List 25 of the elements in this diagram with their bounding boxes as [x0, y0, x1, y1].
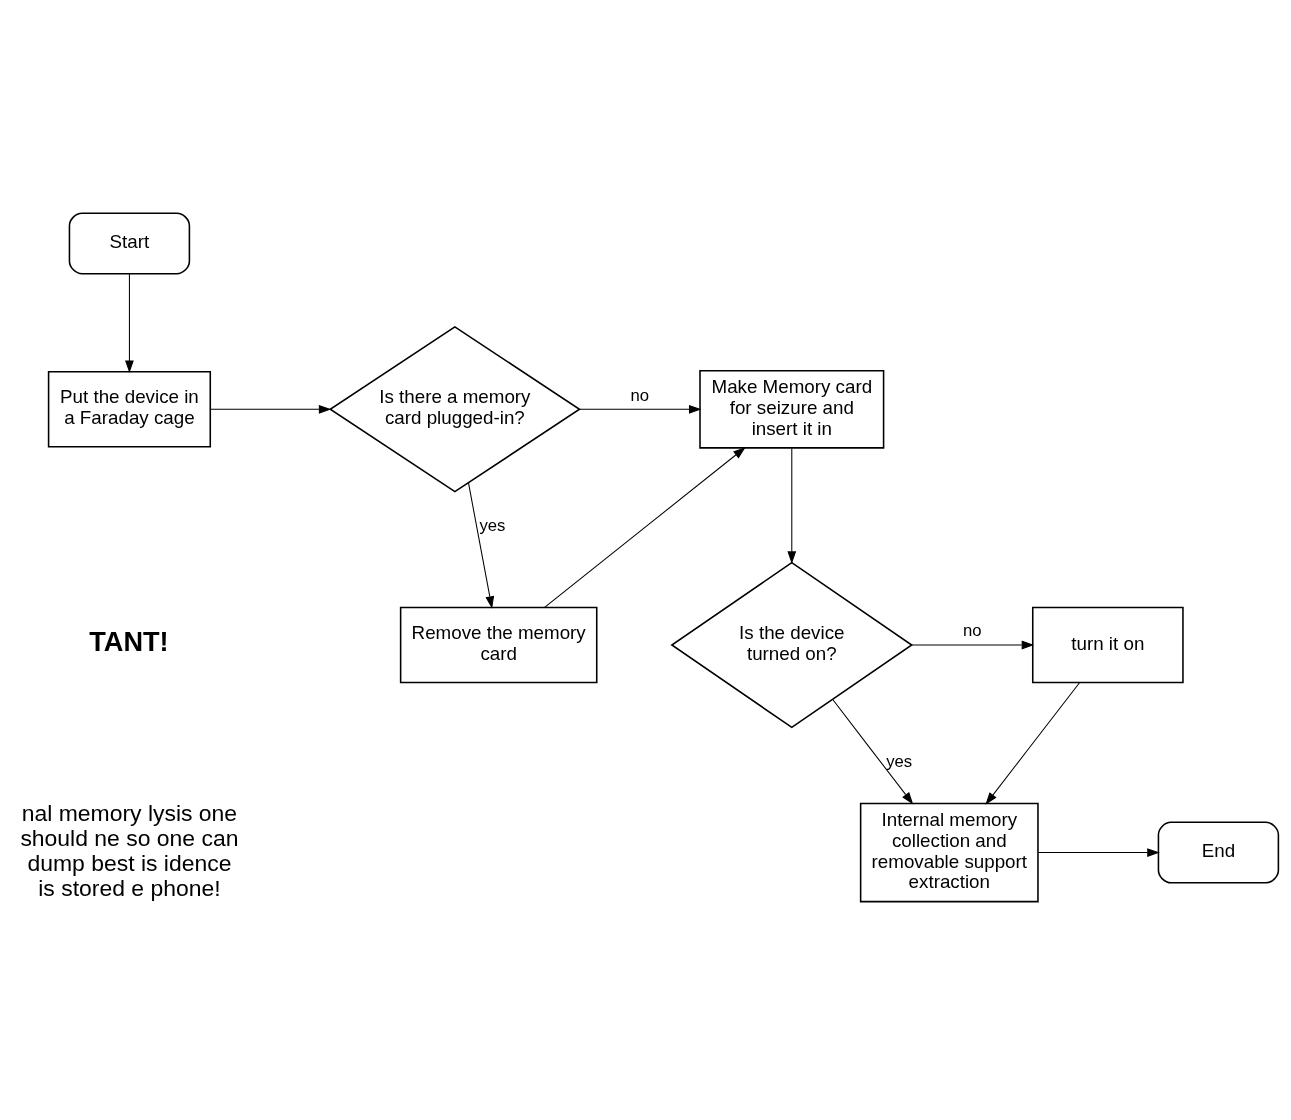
- node-diamond: Is the device turned on?: [670, 561, 914, 729]
- node-box: Internal memory collection and removable support extraction: [859, 802, 1039, 903]
- arrow: [985, 682, 1081, 805]
- node-box: End: [1157, 821, 1280, 884]
- arrow: [1037, 848, 1160, 857]
- arrow: [468, 482, 495, 609]
- label: TANT!: [89, 625, 169, 657]
- node-box: Make Memory card for seizure and insert it in: [699, 369, 885, 449]
- node-diamond: Is there a memory card plugged-in?: [328, 325, 581, 493]
- edge-label: yes: [479, 516, 506, 536]
- edge-label: yes: [886, 751, 913, 771]
- arrow: [544, 447, 746, 608]
- arrow: [911, 640, 1035, 650]
- edge-label: no: [962, 621, 982, 641]
- arrow: [787, 447, 797, 564]
- arrow: [832, 699, 914, 805]
- label: nal memory lysis one should ne so one can dump best is idence is stored e phone!: [20, 799, 239, 901]
- node-box: Remove the memory card: [399, 606, 598, 684]
- arrow: [125, 273, 134, 374]
- arrow: [579, 404, 702, 414]
- node-box: turn it on: [1031, 606, 1184, 684]
- edge-label: no: [630, 385, 650, 405]
- arrow: [209, 404, 332, 414]
- node-box: Put the device in a Faraday cage: [47, 370, 212, 448]
- node-box: Start: [68, 212, 191, 275]
